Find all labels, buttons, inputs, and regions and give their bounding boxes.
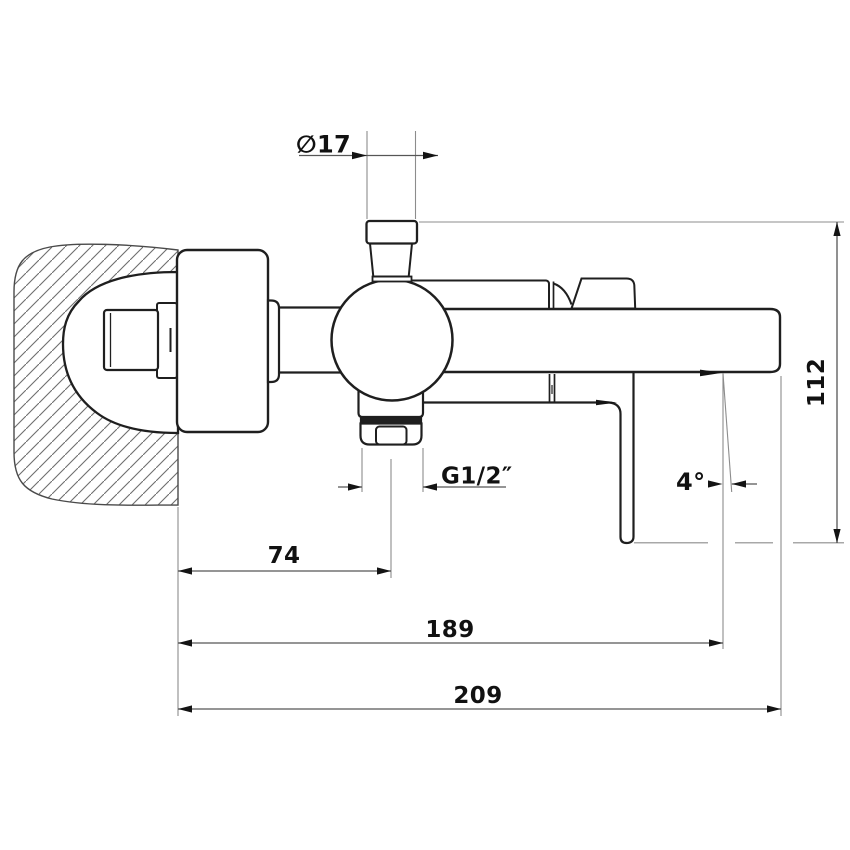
underside-pointer-arrow	[596, 399, 617, 406]
arrow-74-right	[377, 567, 391, 575]
dimension-labels: ∅17 G1/2″ 74 189 209 112 4°	[268, 131, 830, 710]
arrow-209-right	[767, 705, 781, 713]
arrow-112-bottom	[833, 529, 841, 543]
label-thread: G1/2″	[441, 464, 513, 490]
escutcheon-flange	[175, 248, 270, 434]
label-diameter: ∅17	[296, 131, 351, 159]
hose-nut-flat	[375, 425, 408, 446]
arrow-g12-right	[423, 483, 437, 491]
label-189: 189	[425, 617, 474, 643]
label-74: 74	[268, 543, 301, 569]
label-112: 112	[804, 358, 830, 407]
label-angle: 4°	[676, 468, 706, 496]
arrow-dia-right	[423, 151, 438, 160]
dimension-arrows	[178, 151, 841, 713]
handle-base-curve	[553, 282, 573, 305]
extension-lines	[177, 131, 844, 716]
arrow-112-top	[833, 222, 841, 236]
mixer-body	[175, 219, 782, 545]
spout	[426, 307, 782, 374]
arrow-189-left	[178, 639, 192, 647]
handle-lever	[423, 373, 635, 545]
arrow-209-left	[178, 705, 192, 713]
arrow-spout-bottom	[700, 369, 723, 377]
cartridge-plate	[411, 279, 550, 309]
arrow-189-right	[709, 639, 723, 647]
arrow-74-left	[178, 567, 192, 575]
pipe-collar	[266, 299, 281, 384]
arrow-g12-left	[348, 483, 362, 491]
inlet-step	[156, 302, 178, 379]
angle-slant-line	[722, 373, 733, 493]
dimension-lines	[178, 154, 838, 710]
arrow-angle-left	[708, 480, 723, 488]
label-209: 209	[453, 683, 502, 709]
valve-body-sphere	[330, 278, 454, 402]
diverter-stem	[368, 242, 414, 278]
inlet-port	[102, 308, 160, 372]
wall-section	[13, 243, 180, 506]
arrow-dia-left	[352, 151, 367, 160]
handle-base	[570, 277, 637, 310]
arrow-angle-right	[731, 480, 746, 488]
diverter-knob-cap	[365, 219, 419, 245]
